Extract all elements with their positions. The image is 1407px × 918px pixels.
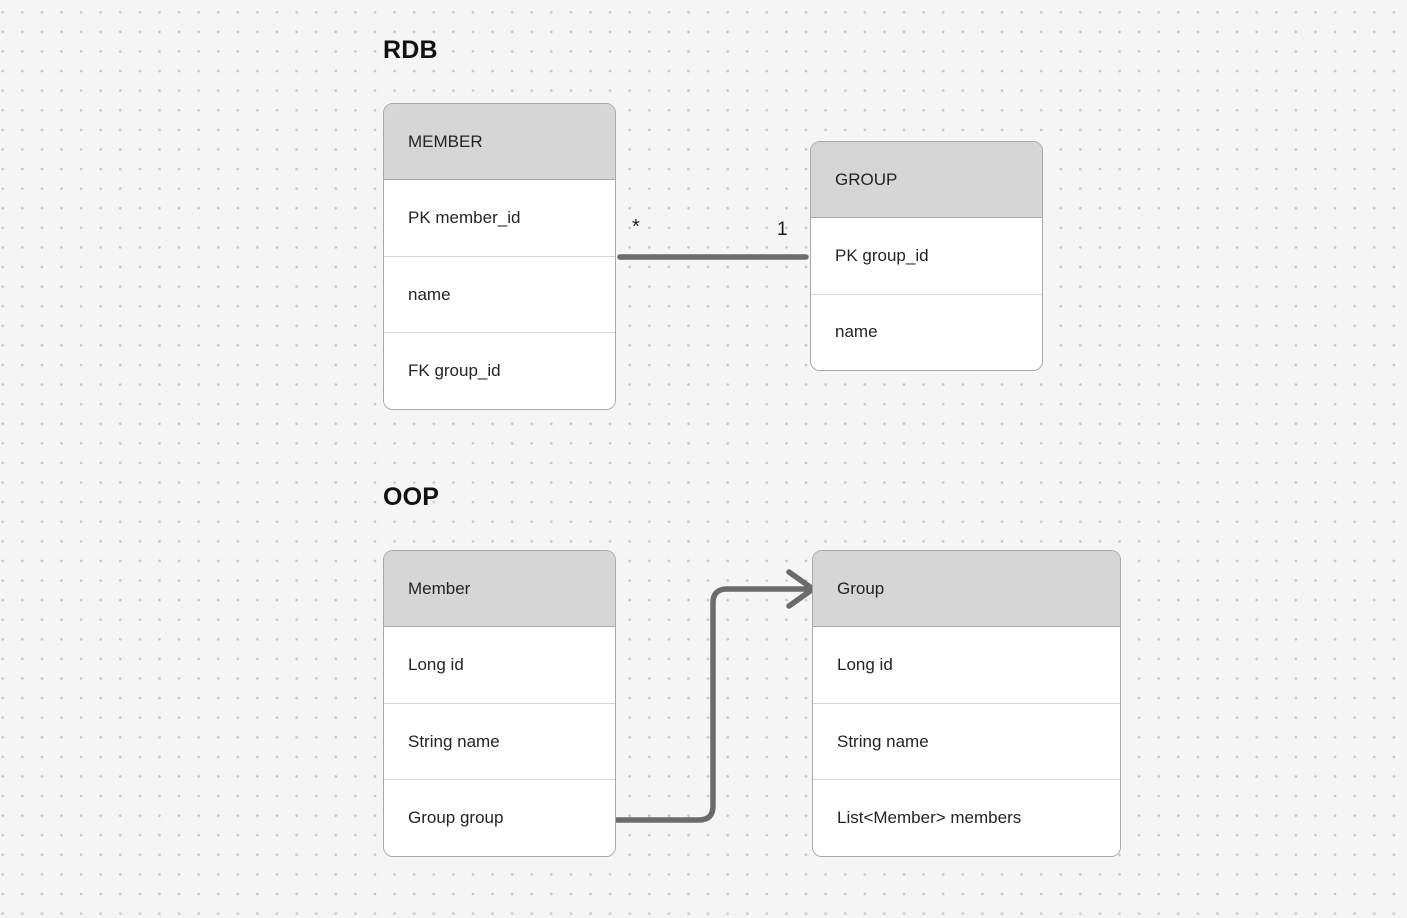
rdb-group-row-pk: PK group_id <box>811 218 1042 295</box>
rdb-member-row-fk: FK group_id <box>384 333 615 409</box>
oop-member-class-header: Member <box>384 551 615 627</box>
oop-member-class[interactable]: Member Long id String name Group group <box>383 550 616 857</box>
rdb-group-row-name: name <box>811 294 1042 370</box>
oop-member-row-group: Group group <box>384 780 615 856</box>
oop-group-class-header: Group <box>813 551 1120 627</box>
rdb-member-row-pk: PK member_id <box>384 180 615 257</box>
oop-group-row-members: List<Member> members <box>813 780 1120 856</box>
oop-section-title: OOP <box>383 483 440 511</box>
entity-title: GROUP <box>835 169 898 189</box>
rdb-member-row-name: name <box>384 256 615 334</box>
oop-group-class[interactable]: Group Long id String name List<Member> m… <box>812 550 1121 857</box>
oop-member-row-name: String name <box>384 703 615 781</box>
rdb-member-table[interactable]: MEMBER PK member_id name FK group_id <box>383 103 616 410</box>
entity-title: Member <box>408 578 471 598</box>
rdb-section-title: RDB <box>383 36 438 64</box>
oop-group-row-id: Long id <box>813 627 1120 704</box>
relation-many-label: * <box>632 216 640 238</box>
rdb-member-table-header: MEMBER <box>384 104 615 180</box>
rdb-group-table-header: GROUP <box>811 142 1042 218</box>
oop-group-row-name: String name <box>813 703 1120 781</box>
entity-title: Group <box>837 578 885 598</box>
rdb-group-table[interactable]: GROUP PK group_id name <box>810 141 1043 371</box>
oop-member-row-id: Long id <box>384 627 615 704</box>
relation-one-label: 1 <box>777 219 788 240</box>
entity-title: MEMBER <box>408 131 483 151</box>
oop-association-line[interactable] <box>614 586 811 823</box>
